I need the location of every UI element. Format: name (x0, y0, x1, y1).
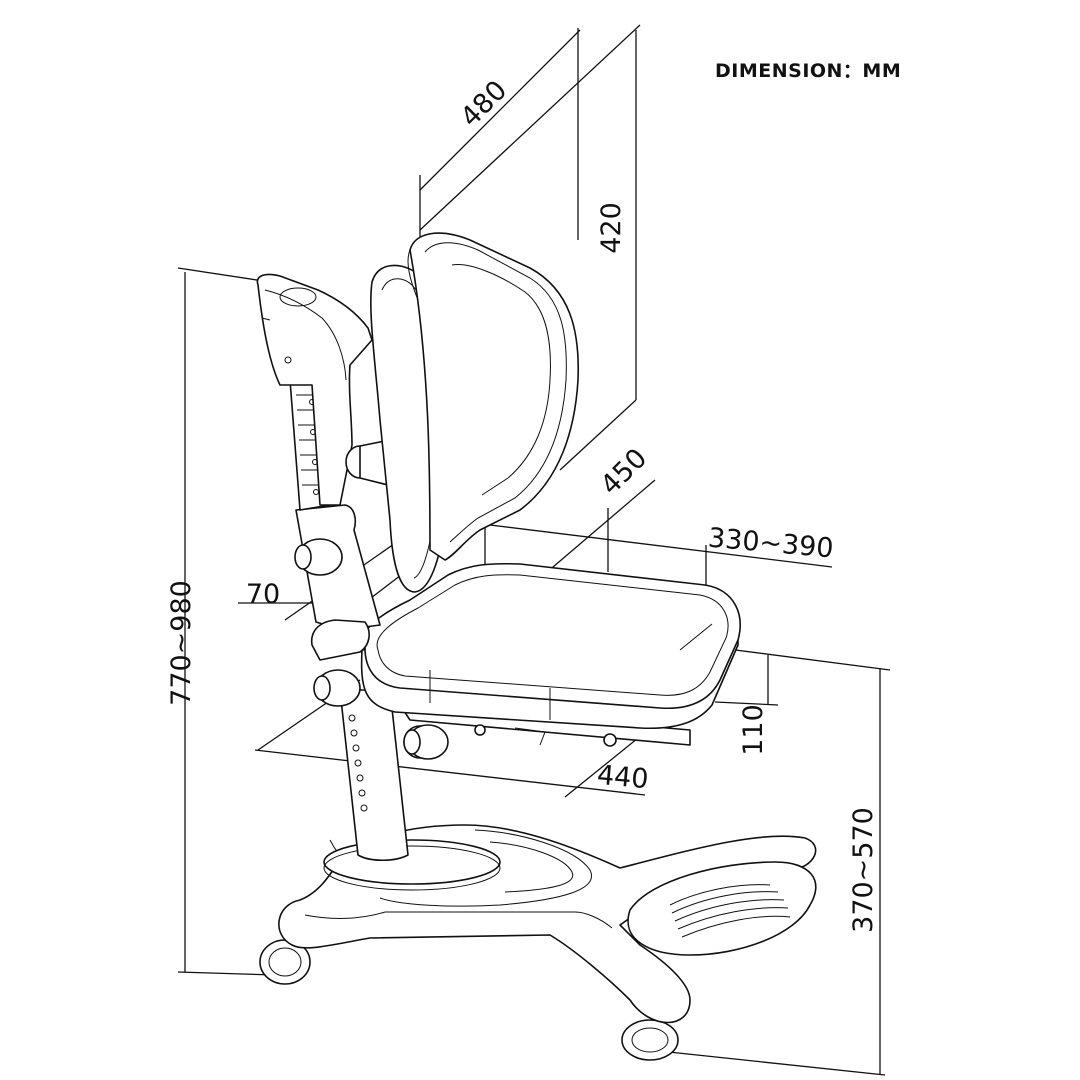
seat (360, 562, 741, 759)
label-450: 450 (595, 443, 653, 501)
dimension-labels: 480 420 450 330~390 70 770~980 110 440 3… (166, 75, 879, 933)
label-330-390: 330~390 (707, 523, 835, 565)
label-110: 110 (738, 704, 769, 756)
gas-column (339, 689, 409, 862)
label-440: 440 (596, 760, 650, 795)
footrest-ridges (669, 884, 791, 938)
dimension-unit-label: DIMENSION：MM (715, 60, 902, 82)
label-420: 420 (596, 202, 627, 254)
label-370-570: 370~570 (848, 807, 879, 933)
height-adjust-holes (348, 714, 368, 812)
label-480: 480 (455, 75, 513, 133)
chair-base (259, 824, 817, 1061)
backrest (370, 232, 580, 593)
label-70: 70 (246, 579, 280, 610)
label-770-980: 770~980 (166, 580, 197, 706)
